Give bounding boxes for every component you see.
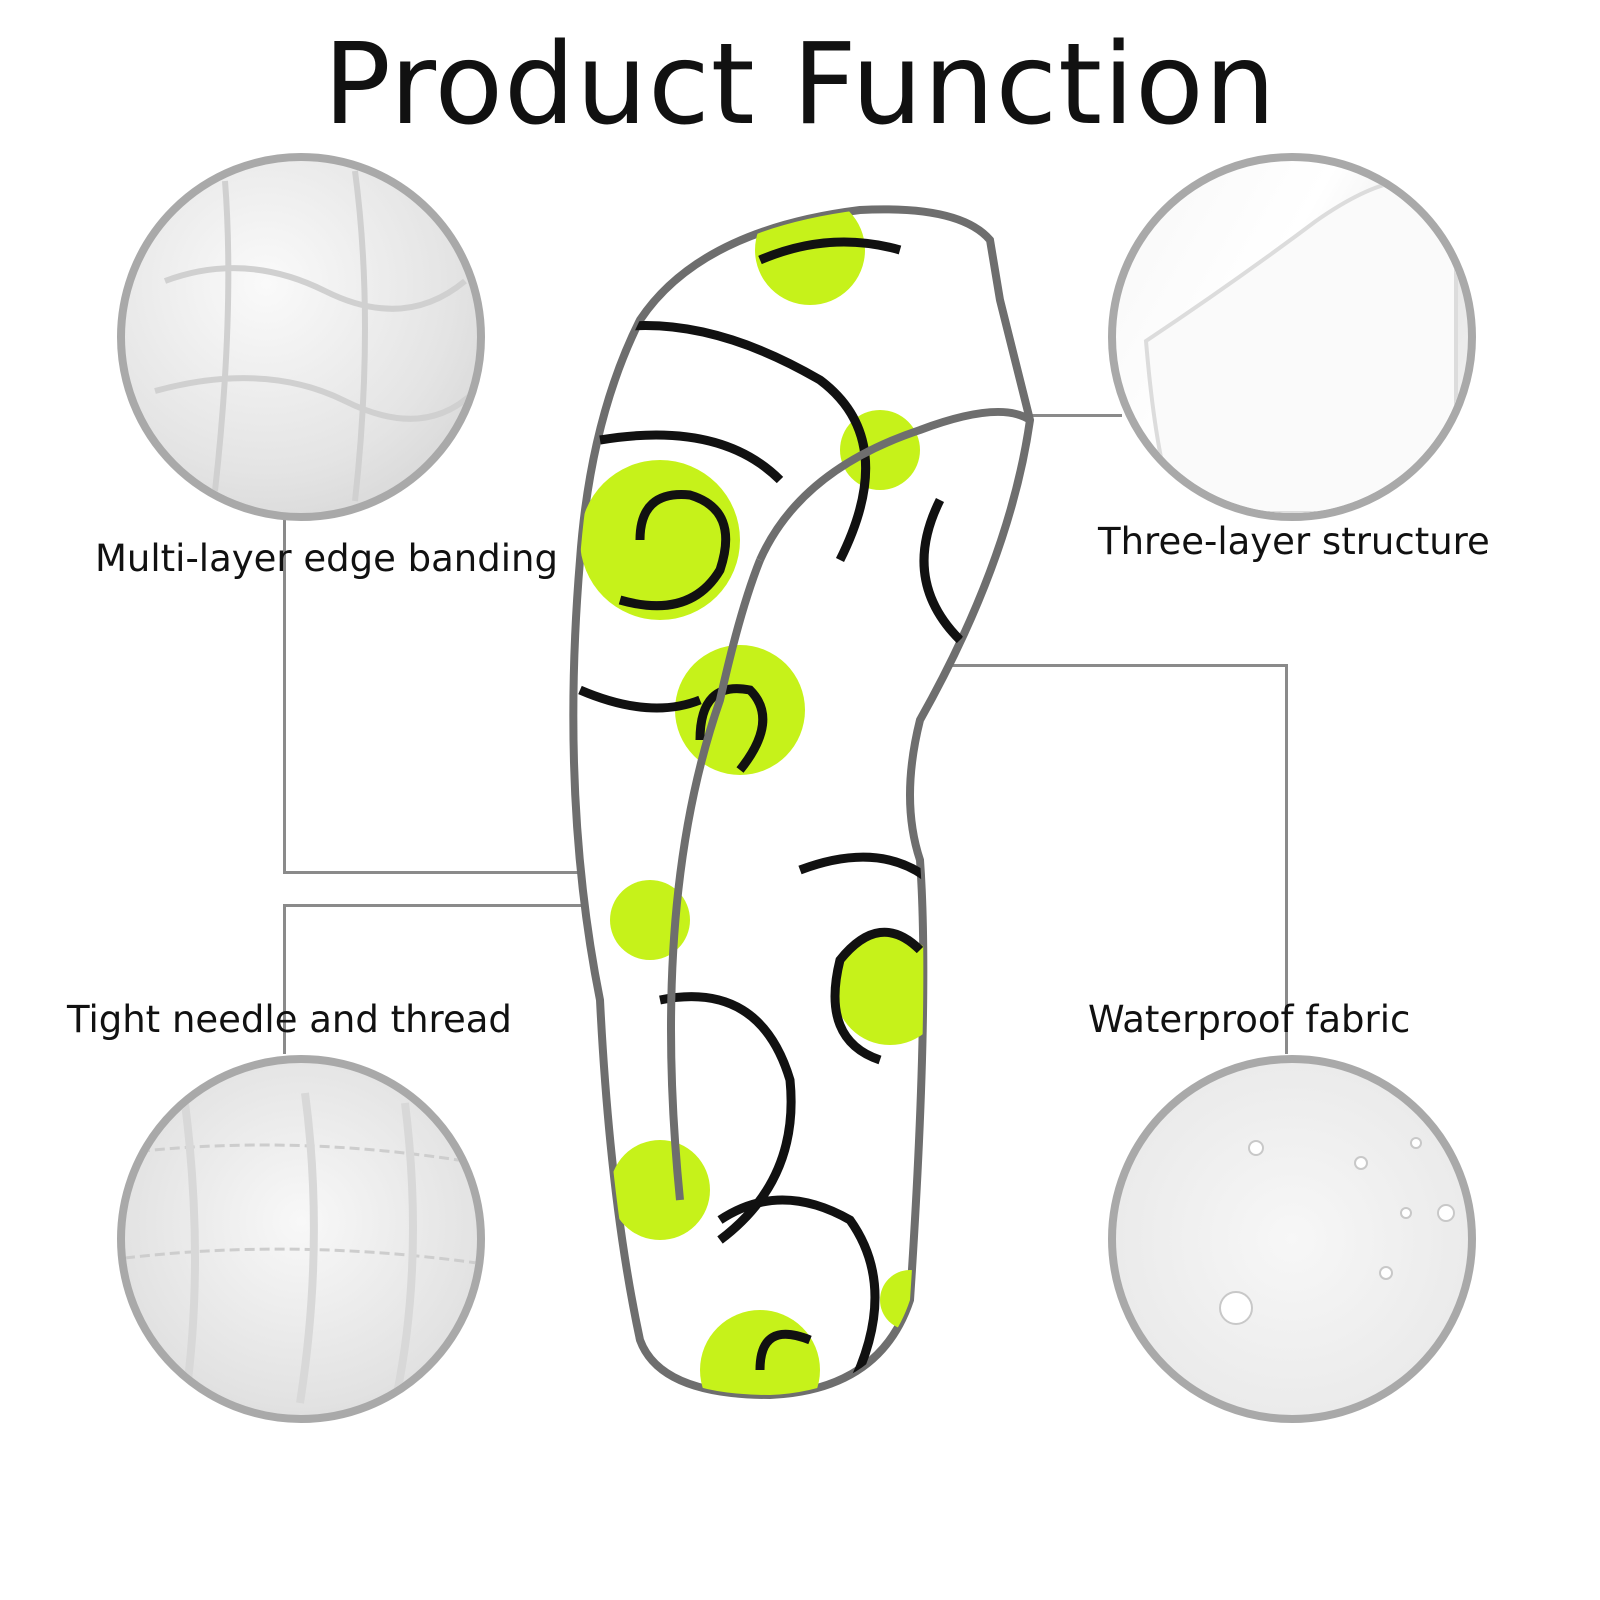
page-title: Product Function	[323, 20, 1277, 150]
connector-line	[1285, 664, 1288, 1054]
connector-line	[900, 664, 1288, 667]
edge-banding-detail-image	[117, 153, 485, 521]
connector-line	[283, 904, 603, 907]
stitching-detail-image	[117, 1055, 485, 1423]
feature-label-stitching: Tight needle and thread	[67, 998, 512, 1041]
three-layer-detail-image	[1108, 153, 1476, 521]
feature-label-waterproof: Waterproof fabric	[1088, 998, 1411, 1041]
feature-label-edge-banding: Multi-layer edge banding	[95, 537, 558, 580]
connector-line	[283, 510, 286, 873]
connector-line	[1030, 414, 1122, 417]
feature-label-three-layer: Three-layer structure	[1098, 520, 1490, 563]
connector-line	[283, 871, 603, 874]
connector-line	[283, 904, 286, 1054]
waterproof-detail-image	[1108, 1055, 1476, 1423]
